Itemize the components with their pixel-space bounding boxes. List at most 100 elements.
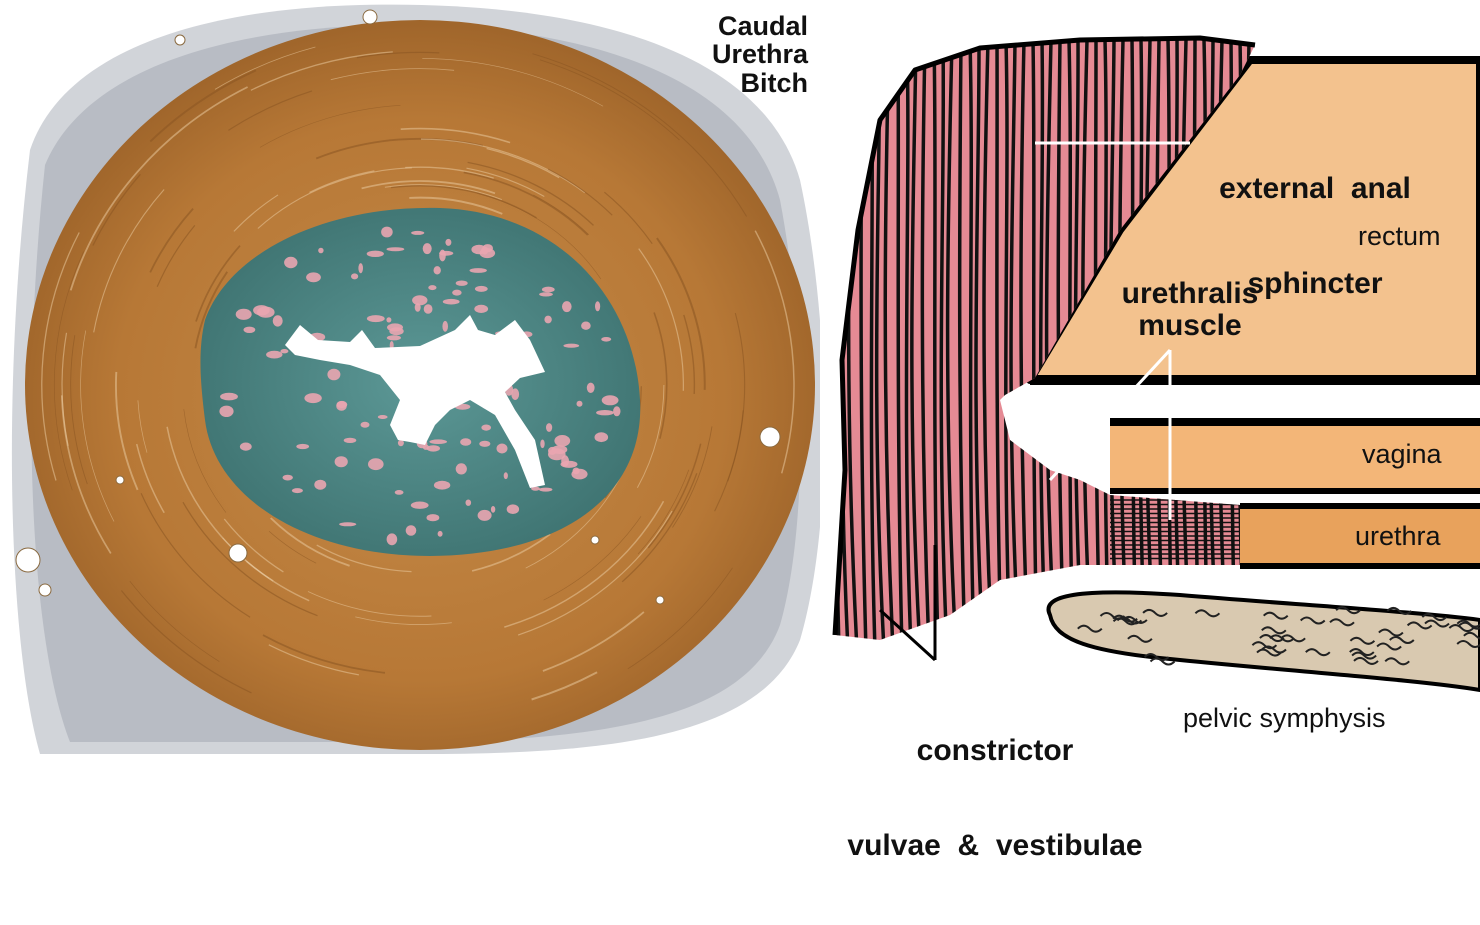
- vagina-top-border: [1110, 418, 1480, 426]
- pink-spot: [478, 510, 492, 521]
- label-urethralis-muscle: urethralis muscle: [1090, 278, 1290, 341]
- pink-spot: [336, 401, 347, 411]
- pink-spot: [427, 514, 440, 521]
- pink-spot: [442, 321, 448, 332]
- pink-spot: [595, 432, 609, 442]
- pink-spot: [561, 461, 578, 468]
- pink-spot: [296, 444, 309, 449]
- pink-spot: [443, 299, 460, 305]
- pink-spot: [424, 304, 433, 314]
- pink-spot: [507, 504, 519, 514]
- pink-spot: [439, 251, 453, 256]
- urethralis-muscle-line1: urethralis: [1090, 278, 1290, 310]
- pink-spot: [240, 443, 252, 451]
- pink-spot: [415, 303, 421, 312]
- pink-spot: [552, 445, 568, 454]
- pink-spot: [327, 369, 340, 381]
- pink-spot: [367, 251, 384, 257]
- pink-spot: [456, 281, 468, 286]
- pink-spot: [220, 393, 238, 401]
- vessel: [363, 10, 377, 24]
- pink-spot: [423, 243, 432, 254]
- vessel: [16, 548, 40, 572]
- pink-spot: [481, 247, 488, 255]
- pink-spot: [481, 425, 491, 431]
- vessel: [229, 544, 247, 562]
- pink-spot: [466, 500, 472, 506]
- pink-spot: [395, 490, 404, 495]
- pink-spot: [368, 458, 384, 470]
- pink-spot: [387, 533, 398, 545]
- vessel: [116, 476, 124, 484]
- pink-spot: [563, 344, 579, 348]
- vessel: [39, 584, 51, 596]
- pink-spot: [434, 266, 441, 274]
- pink-spot: [335, 456, 348, 467]
- pink-spot: [577, 401, 583, 407]
- pink-spot: [314, 480, 326, 490]
- pink-spot: [387, 247, 405, 251]
- pink-spot: [504, 472, 508, 479]
- pink-spot: [475, 286, 488, 292]
- label-rectum: rectum: [1358, 222, 1441, 250]
- pink-spot: [562, 301, 572, 312]
- pink-spot: [381, 227, 393, 238]
- pink-spot: [601, 337, 611, 342]
- pink-spot: [542, 287, 555, 293]
- rectum-bottom-border: [1030, 375, 1480, 385]
- pink-spot: [587, 383, 595, 393]
- title-line-1: Caudal: [648, 12, 808, 40]
- urethra-top-border: [1240, 503, 1480, 509]
- pink-spot: [304, 393, 321, 403]
- pink-spot: [283, 475, 293, 481]
- pink-spot: [351, 273, 358, 279]
- vessel: [760, 427, 780, 447]
- pink-spot: [497, 444, 508, 454]
- pink-spot: [284, 257, 297, 268]
- title-line-2: Urethra: [648, 40, 808, 68]
- constrictor-line2: vulvae & vestibulae: [830, 830, 1160, 862]
- pink-spot: [474, 305, 488, 313]
- label-constrictor: constrictor vulvae & vestibulae: [830, 672, 1160, 924]
- pink-spot: [367, 315, 385, 322]
- constrictor-line1: constrictor: [830, 735, 1160, 767]
- pink-spot: [406, 525, 417, 536]
- pink-spot: [596, 410, 614, 415]
- pink-spot: [540, 440, 544, 449]
- label-pelvic-symphysis: pelvic symphysis: [1183, 704, 1386, 732]
- pink-spot: [387, 335, 401, 340]
- pink-spot: [358, 263, 363, 273]
- pink-spot: [546, 423, 552, 432]
- pink-spot: [445, 239, 451, 246]
- vagina-bottom-border: [1110, 488, 1480, 494]
- pink-spot: [602, 395, 619, 405]
- pink-spot: [452, 290, 461, 296]
- pink-spot: [539, 292, 553, 296]
- pink-spot: [438, 531, 443, 537]
- pink-spot: [428, 285, 436, 290]
- external-anal-sphincter-line1: external anal: [1190, 173, 1440, 205]
- pink-spot: [411, 231, 424, 235]
- pink-spot: [571, 469, 587, 480]
- pink-spot: [253, 305, 270, 315]
- label-vagina: vagina: [1362, 440, 1442, 468]
- pink-spot: [389, 327, 403, 335]
- pink-spot: [456, 463, 467, 474]
- pink-spot: [386, 317, 391, 322]
- micrograph-title: Caudal Urethra Bitch: [648, 12, 808, 97]
- vessel: [591, 536, 599, 544]
- pink-spot: [306, 272, 321, 282]
- vessel: [175, 35, 185, 45]
- pink-spot: [539, 488, 552, 492]
- urethra-bottom-border: [1240, 563, 1480, 569]
- pink-spot: [266, 351, 282, 359]
- pink-spot: [273, 315, 283, 326]
- pink-spot: [411, 502, 429, 509]
- pink-spot: [236, 309, 252, 320]
- title-line-3: Bitch: [648, 69, 808, 97]
- pink-spot: [378, 415, 388, 419]
- pink-spot: [244, 327, 256, 333]
- pink-spot: [434, 481, 450, 490]
- pink-spot: [613, 406, 620, 416]
- pink-spot: [318, 248, 323, 254]
